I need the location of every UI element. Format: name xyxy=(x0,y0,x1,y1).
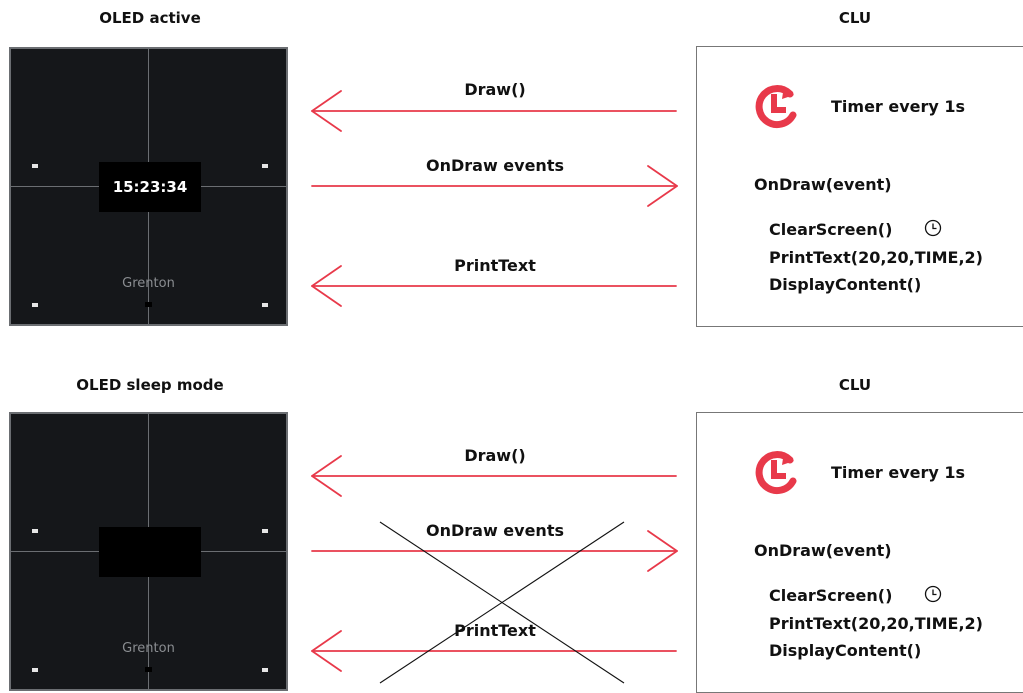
light-sensor xyxy=(145,667,152,672)
touch-dot-top-left xyxy=(32,164,38,168)
ondraw-events-arrow-top xyxy=(311,165,678,207)
touch-dot-bottom-right xyxy=(262,668,268,672)
clock-icon xyxy=(924,219,942,237)
printtext-label-bottom: PrintText xyxy=(454,621,536,640)
touch-dot-bottom-left xyxy=(32,668,38,672)
grenton-logo: Grenton xyxy=(122,276,175,291)
grenton-logo: Grenton xyxy=(122,641,175,656)
ondraw-events-label-bottom: OnDraw events xyxy=(425,521,564,540)
timer-label: Timer every 1s xyxy=(831,97,966,116)
clear-screen-line: ClearScreen() xyxy=(769,586,893,605)
timer-label: Timer every 1s xyxy=(831,463,966,482)
printtext-arrow-top xyxy=(311,265,677,307)
touch-dot-top-left xyxy=(32,529,38,533)
ondraw-event-label: OnDraw(event) xyxy=(754,175,892,194)
draw-label-bottom: Draw() xyxy=(464,446,526,465)
draw-label-top: Draw() xyxy=(464,80,526,99)
oled-panel-active: 15:23:34 Grenton xyxy=(9,47,288,326)
oled-sleep-title: OLED sleep mode xyxy=(76,376,224,394)
draw-arrow-bottom xyxy=(311,455,677,497)
print-text-line: PrintText(20,20,TIME,2) xyxy=(769,248,983,267)
ondraw-event-label: OnDraw(event) xyxy=(754,541,892,560)
touch-dot-top-right xyxy=(262,529,268,533)
print-text-line: PrintText(20,20,TIME,2) xyxy=(769,614,983,633)
touch-dot-top-right xyxy=(262,164,268,168)
clock-icon xyxy=(924,585,942,603)
oled-active-title: OLED active xyxy=(99,9,201,27)
printtext-arrow-bottom xyxy=(311,630,677,672)
clu-title-bottom: CLU xyxy=(838,376,872,394)
oled-screen-off xyxy=(99,527,201,577)
display-content-line: DisplayContent() xyxy=(769,641,922,660)
clu-box-top: Timer every 1s OnDraw(event) ClearScreen… xyxy=(696,46,1023,327)
draw-arrow-top xyxy=(311,90,677,132)
cross-out-mark xyxy=(379,521,625,684)
display-content-line: DisplayContent() xyxy=(769,275,922,294)
clu-title-top: CLU xyxy=(838,9,872,27)
ondraw-events-label-top: OnDraw events xyxy=(425,156,564,175)
oled-panel-sleep: Grenton xyxy=(9,412,288,691)
ondraw-events-arrow-bottom xyxy=(311,530,678,572)
clu-box-bottom: Timer every 1s OnDraw(event) ClearScreen… xyxy=(696,412,1023,693)
touch-dot-bottom-right xyxy=(262,303,268,307)
printtext-label-top: PrintText xyxy=(454,256,536,275)
timer-refresh-icon xyxy=(755,85,797,129)
timer-refresh-icon xyxy=(755,451,797,495)
touch-dot-bottom-left xyxy=(32,303,38,307)
light-sensor xyxy=(145,302,152,307)
clear-screen-line: ClearScreen() xyxy=(769,220,893,239)
oled-screen: 15:23:34 xyxy=(99,162,201,212)
